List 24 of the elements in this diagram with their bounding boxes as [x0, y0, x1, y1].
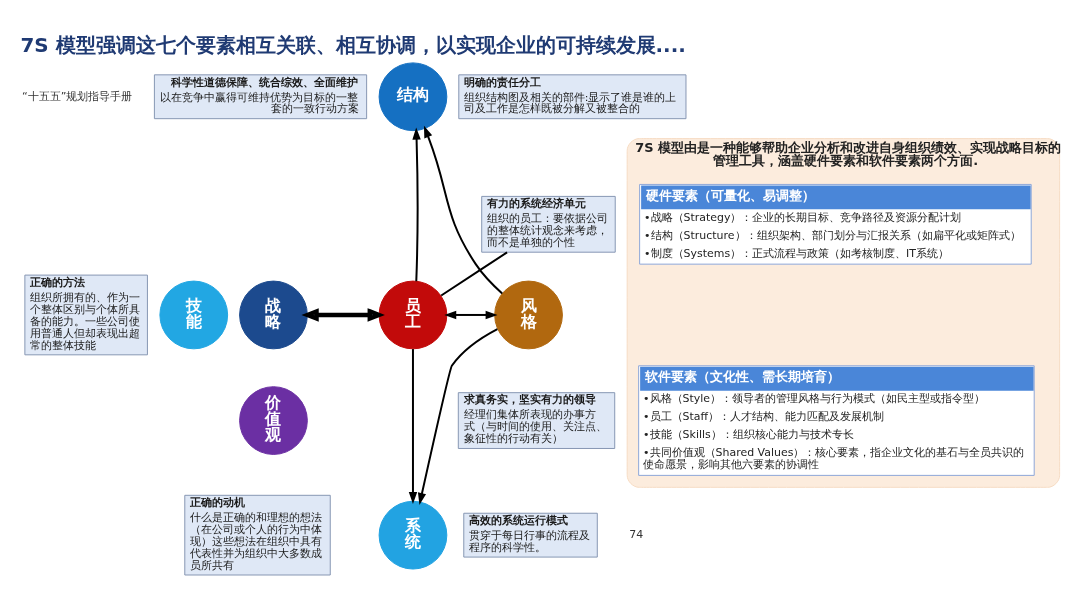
- node-circle: 员工: [378, 280, 448, 350]
- node-box: 科学性道德保障、统合综效、全面维护 以在竞争中赢得可维持优势为目标的一整套的一致行动方案: [153, 74, 368, 120]
- connector: [440, 251, 509, 297]
- arrow: [417, 328, 499, 505]
- node-circle: 系统: [378, 500, 448, 570]
- node-circle: 结构: [378, 62, 448, 132]
- arrow: [423, 125, 504, 295]
- node-box: 正确的方法 组织所拥有的、作为一个整体区别与个体所具备的能力。一些公司使用普通人但却表现出超常的整体技能: [24, 274, 148, 356]
- diagram-title: 7S 模型强调这七个要素相互关联、相互协调，以实现企业的可持续发展....: [20, 33, 686, 57]
- node-box: 有力的系统经济单元 组织的员工：要依据公司的整体统计观念来考虑，而不是单独的个性: [481, 195, 616, 253]
- node-circle: 风格: [494, 280, 563, 350]
- arrow: [408, 348, 418, 505]
- node-box: 明确的责任分工 组织结构图及相关的部件:显示了谁是谁的上司及工作是怎样既被分解又被整合的: [458, 74, 687, 120]
- label: “十五五”规划指导手册: [22, 89, 133, 103]
- arrow: [301, 308, 385, 322]
- node-circle: 战略: [239, 280, 308, 350]
- node-box: 正确的动机 什么是正确的和理想的想法（在公司或个人的行为中体现）这些想法在组织中具有代表性并为组织中大多数成员所共有: [184, 494, 331, 576]
- label: 74: [629, 527, 644, 541]
- node-box: 高效的系统运行模式 贯穿于每日行事的流程及程序的科学性。: [463, 512, 598, 558]
- arrow: [412, 127, 421, 283]
- arrow: [444, 310, 498, 320]
- node-circle: 价值观: [239, 386, 308, 455]
- node-circle: 技能: [159, 280, 229, 350]
- node-box: 求真务实，坚实有力的领导 经理们集体所表现的办事方式（与时间的使用、关注点、象征性的行动有关）: [457, 392, 616, 449]
